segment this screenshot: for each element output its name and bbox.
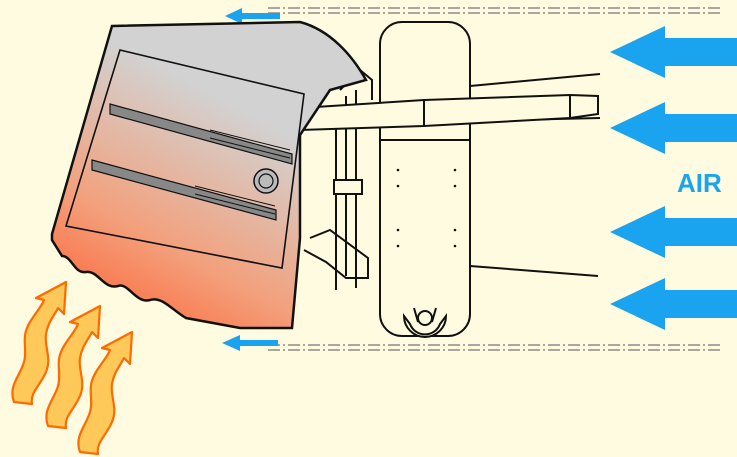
arrow-left-icon bbox=[610, 206, 737, 258]
slot-upper bbox=[109, 103, 293, 165]
arrow-left-icon bbox=[610, 102, 737, 154]
arrow-left-icon bbox=[610, 278, 737, 330]
arrow-left-icon bbox=[222, 335, 278, 351]
caliper-housing bbox=[50, 20, 368, 330]
housing-panel bbox=[64, 49, 305, 269]
slot-lower bbox=[91, 159, 277, 221]
arrow-left-icon bbox=[610, 26, 737, 78]
cooling-duct bbox=[299, 93, 599, 132]
wavy-heat-arrow-icon bbox=[77, 330, 134, 456]
air-label: AIR bbox=[677, 168, 722, 198]
wavy-heat-arrow-icon bbox=[45, 304, 102, 430]
wavy-heat-arrow-icon bbox=[11, 280, 68, 406]
bolt-circle-icon bbox=[253, 168, 279, 194]
guide-rail-top bbox=[268, 7, 720, 14]
guide-rail-bottom bbox=[268, 344, 720, 351]
tire-outline bbox=[379, 21, 471, 337]
housing-body bbox=[50, 20, 368, 330]
heat-arrows bbox=[11, 280, 134, 456]
arrow-left-icon bbox=[225, 8, 280, 24]
hub-icon bbox=[402, 307, 448, 338]
air-arrows bbox=[610, 26, 737, 330]
tire-dots bbox=[396, 168, 457, 248]
